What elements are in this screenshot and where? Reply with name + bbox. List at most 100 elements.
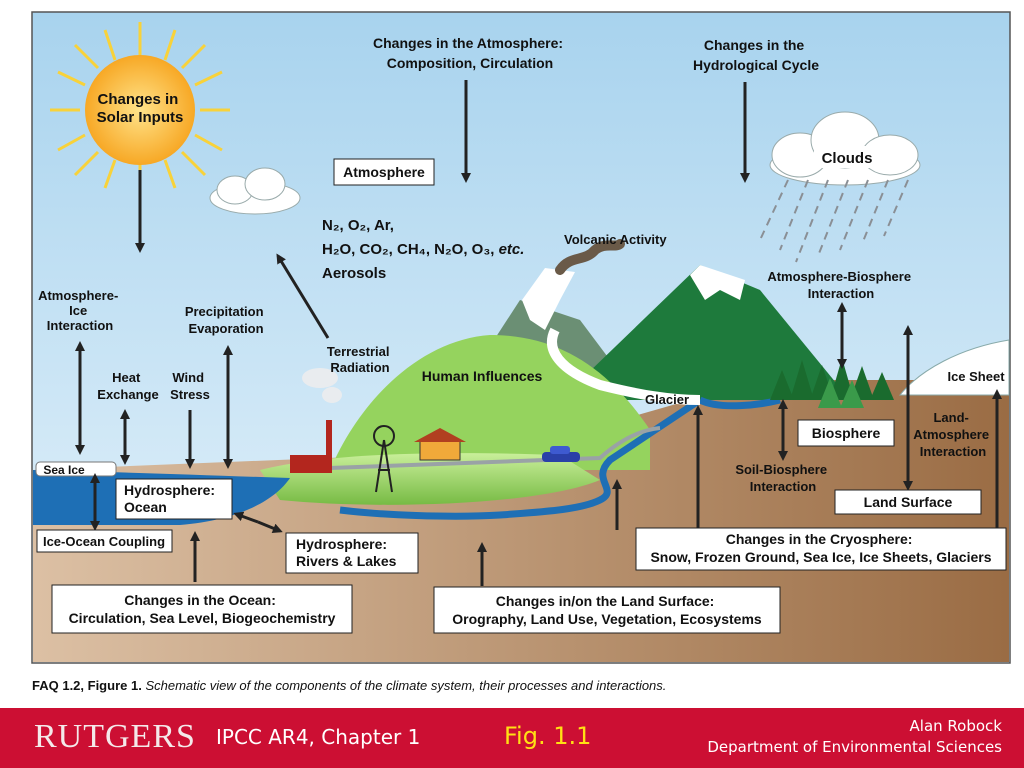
rain-lines: [759, 179, 909, 263]
box-land-surface: [834, 489, 982, 515]
cryo-line2: Snow, Frozen Ground, Sea Ice, Ice Sheets…: [650, 549, 991, 565]
land-atmos-line3: Interaction: [920, 444, 987, 459]
hydro-rivers-line2: Rivers & Lakes: [296, 553, 397, 569]
svg-text:Changes in/on the Land Surface: Changes in/on the Land Surface: Orograph…: [452, 593, 762, 627]
gases-line2: H₂O, CO₂, CH₄, N₂O, O₃, etc.: [322, 241, 524, 258]
box-biosphere: [797, 419, 895, 447]
biosphere-label: Biosphere: [812, 425, 881, 441]
windmill-icon: [373, 425, 395, 493]
footer-bar: RUTGERS IPCC AR4, Chapter 1 Fig. 1.1 Ala…: [0, 708, 1024, 768]
clouds-label: Clouds: [822, 150, 873, 167]
footer-source: IPCC AR4, Chapter 1: [216, 725, 421, 749]
svg-text:Changes in the Atmosphere:: Changes in the Atmosphere: Composition, …: [373, 35, 567, 71]
cloud-small: [209, 167, 301, 215]
atmos-ice-line2: Ice: [69, 303, 87, 318]
sun-icon: [50, 22, 230, 190]
heat-line2: Exchange: [97, 387, 158, 402]
land-surface-label: Land Surface: [864, 494, 953, 510]
box-hydro-rivers: [285, 532, 419, 574]
atmosphere-label: Atmosphere: [343, 164, 425, 180]
box-land-change: [433, 586, 781, 634]
rutgers-logo: RUTGERS: [34, 718, 196, 755]
volcano-snow: [522, 268, 575, 330]
road: [329, 426, 661, 470]
solar-label-line1: Changes in: [97, 91, 178, 108]
caption-italic: Schematic view of the components of the …: [145, 678, 667, 693]
footer-author-name: Alan Robock: [909, 717, 1002, 735]
hydro-ocean-line2: Ocean: [124, 499, 167, 515]
footer-figure-label: Fig. 1.1: [504, 722, 592, 750]
climate-system-diagram: Changes in Solar Inputs Changes in the A…: [31, 11, 1011, 664]
glacier-stream: [547, 327, 701, 405]
svg-text:Precipitation Evaporation: Precipitation Evaporation: [185, 304, 267, 336]
soil-bio-line1: Soil-Biosphere: [735, 462, 827, 477]
svg-text:Soil-Biosphere Interaction: Soil-Biosphere Interaction: [735, 462, 830, 494]
gases-line1: N₂, O₂, Ar,: [322, 217, 394, 234]
ice-ocean-label: Ice-Ocean Coupling: [43, 534, 165, 549]
volcanic-smoke: [555, 239, 625, 275]
caption-bold: FAQ 1.2, Figure 1.: [32, 678, 142, 693]
house-icon: [414, 428, 466, 461]
svg-text:Wind Stress: Wind Stress: [170, 370, 210, 402]
land-change-line2: Orography, Land Use, Vegetation, Ecosyst…: [452, 611, 762, 627]
aerosols-label: Aerosols: [322, 265, 386, 282]
svg-text:Hydrosphere: Ocean: Hydrosphere: Ocean: [124, 482, 219, 515]
hydro-change-line2: Hydrological Cycle: [693, 57, 819, 73]
sea-ice-block: [35, 461, 117, 477]
footer-department: Department of Environmental Sciences: [707, 738, 1002, 756]
box-hydro-ocean: [115, 478, 233, 520]
green-mountain: [560, 265, 850, 400]
figure-caption: FAQ 1.2, Figure 1. Schematic view of the…: [32, 678, 666, 693]
svg-text:Land- Atmosphere Inter: Land- Atmosphere Interaction: [913, 410, 992, 459]
sea-ice-label: Sea Ice: [43, 463, 85, 477]
arrow-rivers-1: [233, 511, 259, 524]
ice-sheet-label: Ice Sheet: [947, 369, 1005, 384]
svg-text:Atmosphere- Ice Intera: Atmosphere- Ice Interaction: [38, 288, 122, 333]
atmos-bio-line1: Atmosphere-Biosphere: [767, 269, 911, 284]
atmos-change-line1: Changes in the Atmosphere:: [373, 35, 563, 51]
wind-line1: Wind: [172, 370, 204, 385]
human-label: Human Influences: [422, 368, 543, 384]
svg-text:Hydrosphere: Rivers & Lake: Hydrosphere: Rivers & Lakes: [296, 536, 397, 569]
atmos-ice-line1: Atmosphere-: [38, 288, 118, 303]
atmos-bio-line2: Interaction: [808, 286, 875, 301]
gases-etc: etc.: [499, 241, 525, 258]
hydro-ocean-line1: Hydrosphere:: [124, 482, 215, 498]
land-atmos-line1: Land-: [933, 410, 968, 425]
volcanic-label: Volcanic Activity: [564, 232, 667, 247]
box-ice-ocean: [36, 529, 173, 553]
solar-label-line2: Solar Inputs: [97, 109, 184, 126]
svg-text:Changes in the Cryosphere:: Changes in the Cryosphere: Snow, Frozen …: [650, 531, 991, 565]
svg-text:Atmosphere-Biosphere Inter: Atmosphere-Biosphere Interaction: [767, 269, 914, 301]
factory-icon: [290, 368, 342, 473]
soil-bio-line2: Interaction: [750, 479, 817, 494]
mountain-snow: [690, 265, 745, 300]
arrow-rivers-2: [257, 520, 283, 533]
land-atmos-line2: Atmosphere: [913, 427, 989, 442]
arrow-terrestrial: [276, 253, 330, 339]
cryo-line1: Changes in the Cryosphere:: [726, 531, 913, 547]
terrestrial-line2: Radiation: [330, 360, 389, 375]
heat-line1: Heat: [112, 370, 141, 385]
svg-text:Changes in Solar Inputs: Changes in Solar Inputs: [97, 91, 184, 126]
precip-line2: Evaporation: [188, 321, 263, 336]
svg-text:Changes in the Hydrologica: Changes in the Hydrological Cycle: [693, 37, 819, 73]
gases-line2-main: H₂O, CO₂, CH₄, N₂O, O₃,: [322, 241, 499, 258]
svg-text:Changes in the Ocean: Circ: Changes in the Ocean: Circulation, Sea L…: [69, 592, 336, 626]
river: [339, 396, 781, 520]
box-clouds: [814, 146, 880, 168]
svg-text:Terrestrial Radiation: Terrestrial Radiation: [327, 344, 393, 375]
terrestrial-line1: Terrestrial: [327, 344, 390, 359]
ocean-change-line2: Circulation, Sea Level, Biogeochemistry: [69, 610, 336, 626]
wind-line2: Stress: [170, 387, 210, 402]
car-icon: [542, 446, 580, 462]
land-change-line1: Changes in/on the Land Surface:: [496, 593, 715, 609]
ice-sheet: [898, 339, 1010, 396]
hydro-change-line1: Changes in the: [704, 37, 805, 53]
glacier-label: Glacier: [645, 392, 689, 407]
atmos-ice-line3: Interaction: [47, 318, 114, 333]
footer-author: Alan Robock Department of Environmental …: [707, 716, 1002, 758]
box-ocean-change: [51, 584, 353, 634]
precip-line1: Precipitation: [185, 304, 264, 319]
box-atmosphere: [333, 158, 435, 186]
